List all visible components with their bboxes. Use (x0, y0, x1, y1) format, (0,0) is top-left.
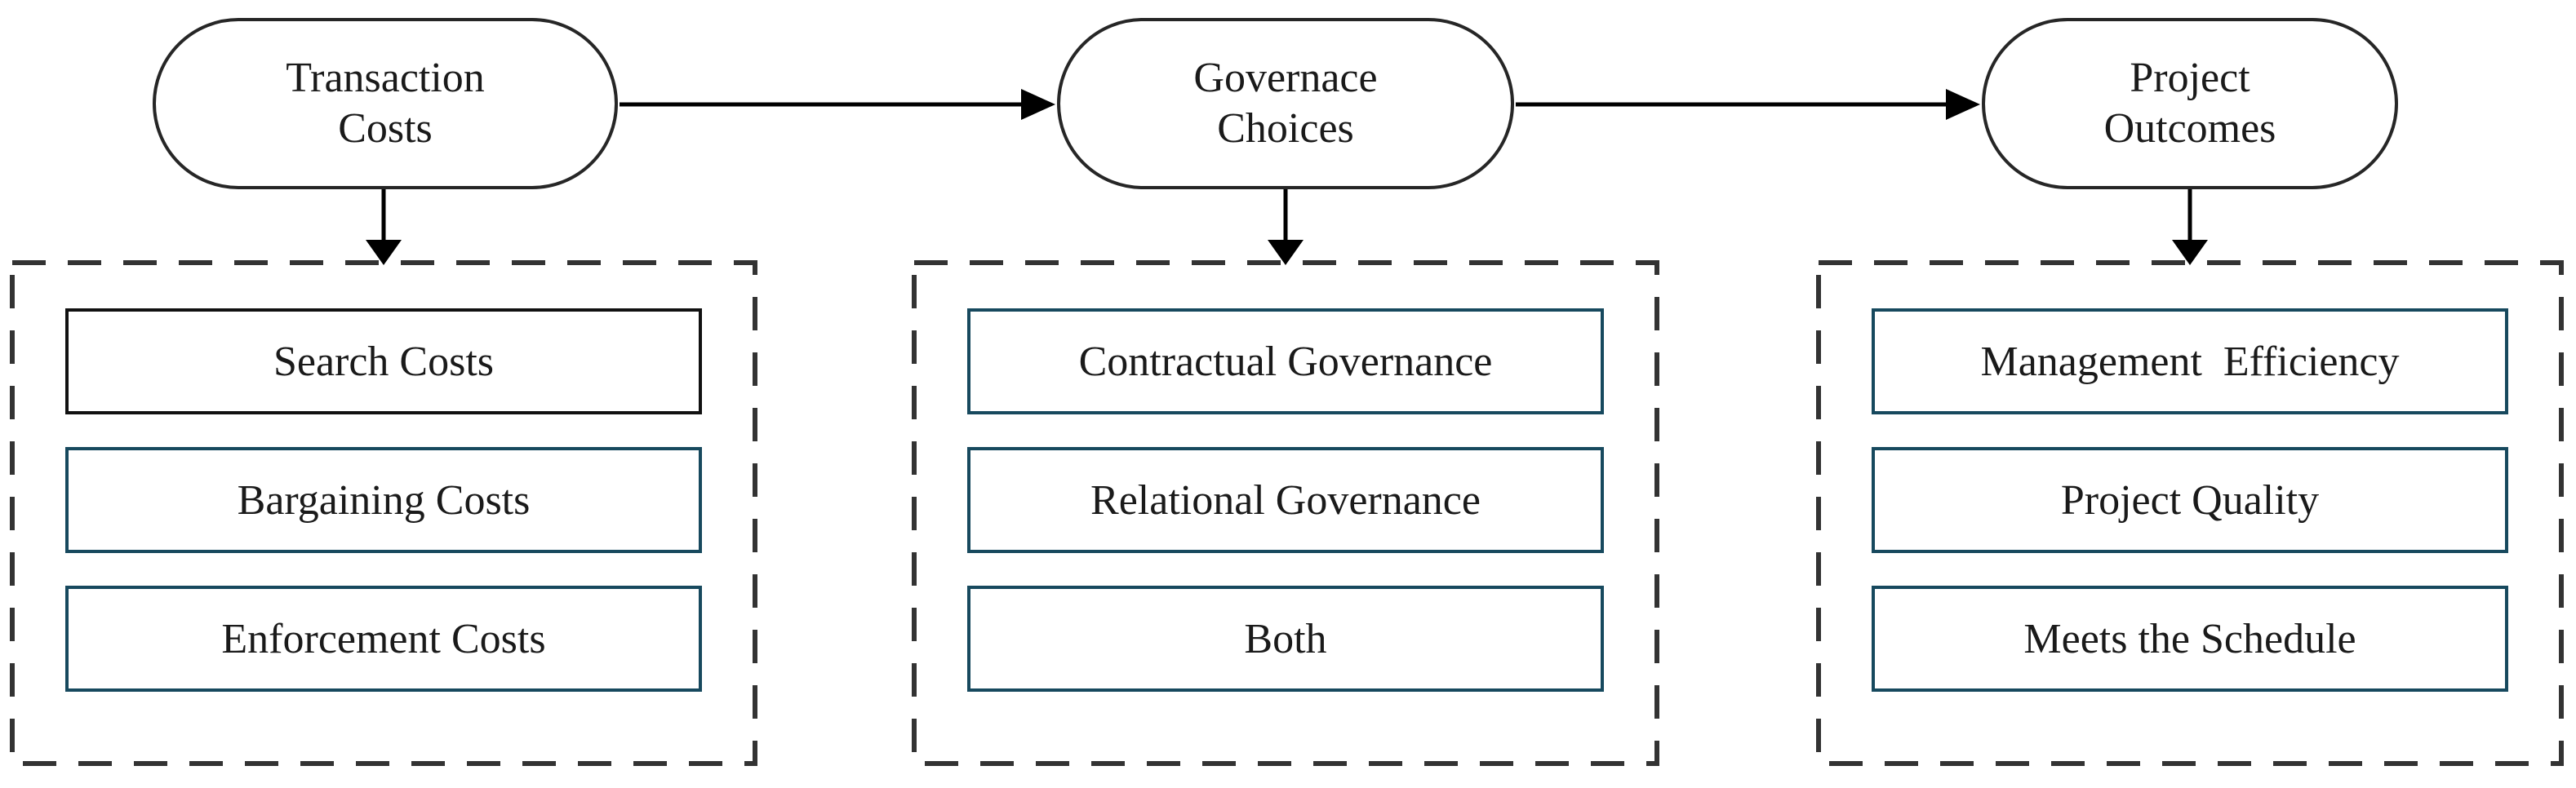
item-label: Enforcement Costs (221, 615, 546, 662)
arrow-transaction-down (366, 189, 402, 265)
node-governance-choices-line2: Choices (1217, 105, 1354, 152)
node-transaction-costs-line2: Costs (338, 105, 433, 152)
item-box-project-quality: Project Quality (1872, 447, 2508, 553)
item-box-search-costs: Search Costs (65, 308, 702, 414)
item-box-meets-the-schedule: Meets the Schedule (1872, 586, 2508, 692)
item-label: Meets the Schedule (2023, 615, 2356, 662)
arrow-transaction-to-governance (620, 89, 1055, 120)
arrow-governance-down (1268, 189, 1304, 265)
item-label: Relational Governance (1090, 476, 1481, 524)
item-box-both: Both (967, 586, 1604, 692)
node-transaction-costs-line1: Transaction (286, 55, 485, 101)
item-box-bargaining-costs: Bargaining Costs (65, 447, 702, 553)
node-transaction-costs: Transaction Costs (153, 18, 618, 189)
item-label: Bargaining Costs (237, 476, 531, 524)
arrow-outcomes-down (2172, 189, 2208, 265)
governance-choices-group-box (912, 260, 1659, 766)
item-box-enforcement-costs: Enforcement Costs (65, 586, 702, 692)
item-label: Project Quality (2060, 476, 2320, 524)
item-box-management-efficiency: Management Efficiency (1872, 308, 2508, 414)
node-project-outcomes-line1: Project (2130, 55, 2250, 101)
node-governance-choices-line1: Governace (1193, 55, 1378, 101)
item-label: Search Costs (273, 338, 495, 385)
node-project-outcomes: Project Outcomes (1982, 18, 2398, 189)
item-box-relational-governance: Relational Governance (967, 447, 1604, 553)
project-outcomes-group-box (1816, 260, 2564, 766)
item-label: Contractual Governance (1078, 338, 1493, 385)
node-project-outcomes-line2: Outcomes (2103, 105, 2276, 152)
node-governance-choices: Governace Choices (1057, 18, 1514, 189)
arrow-governance-to-outcomes (1516, 89, 1980, 120)
item-box-contractual-governance: Contractual Governance (967, 308, 1604, 414)
item-label: Management Efficiency (1980, 338, 2400, 385)
item-label: Both (1244, 615, 1327, 662)
transaction-costs-group-box (10, 260, 757, 766)
